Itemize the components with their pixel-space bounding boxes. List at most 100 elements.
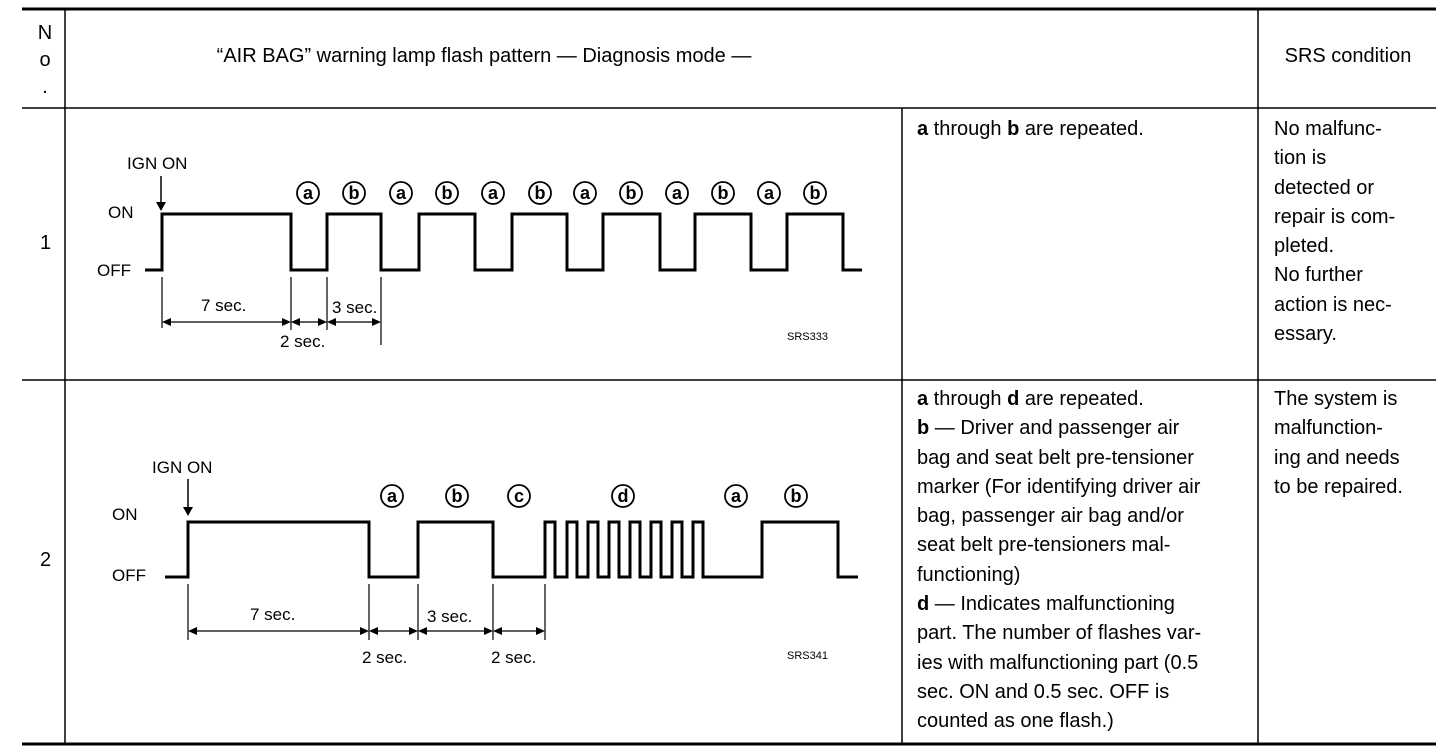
condition-line: detected or <box>1274 176 1375 199</box>
desc-text: are repeated. <box>1019 118 1144 140</box>
desc-key: b <box>1007 118 1020 140</box>
condition-line: tion is <box>1274 147 1327 170</box>
condition-line: pleted. <box>1274 235 1335 258</box>
phase-label: b <box>442 183 453 203</box>
header-no-char: . <box>42 76 48 98</box>
header-no-char: o <box>39 49 51 71</box>
phase-label: c <box>514 486 524 506</box>
on-level-label: ON <box>112 505 138 524</box>
duration-label: 7 sec. <box>201 296 246 315</box>
desc-text: — Indicates malfunctioning <box>929 593 1175 616</box>
duration-label: 2 sec. <box>280 332 325 351</box>
phase-label: b <box>718 183 729 203</box>
phase-label: a <box>672 183 683 203</box>
desc-line: ies with malfunctioning part (0.5 <box>917 651 1199 674</box>
condition-line: repair is com- <box>1274 205 1396 228</box>
phase-label: b <box>626 183 637 203</box>
phase-marker <box>619 181 643 205</box>
desc-line: marker (For identifying driver air <box>917 475 1201 498</box>
condition-line: action is nec- <box>1274 293 1392 316</box>
on-level-label: ON <box>108 203 134 222</box>
condition-line: No malfunc- <box>1274 118 1382 140</box>
condition-line: to be repaired. <box>1274 475 1403 498</box>
phase-label: b <box>349 183 360 203</box>
phase-label: a <box>764 183 775 203</box>
flash-pattern-diagram-1: a b a b a b a b a b a b IGN ON ON OFF 7 … <box>97 154 862 351</box>
phase-label: a <box>303 183 314 203</box>
desc-line: sec. ON and 0.5 sec. OFF is <box>917 680 1170 703</box>
row-2-srs-condition: The system is malfunction- ing and needs… <box>1274 385 1444 502</box>
desc-line: bag, passenger air bag and/or <box>917 505 1184 528</box>
condition-line: No further <box>1274 264 1363 287</box>
phase-marker <box>342 181 366 205</box>
phase-marker <box>481 181 505 205</box>
phase-label: a <box>488 183 499 203</box>
condition-line: The system is <box>1274 388 1398 410</box>
phase-marker <box>528 181 552 205</box>
condition-line: malfunction- <box>1274 417 1383 440</box>
desc-line: d — Indicates malfunctioning <box>917 590 1257 619</box>
condition-line: essary. <box>1274 323 1337 346</box>
phase-label: b <box>452 486 463 506</box>
phase-marker <box>380 484 404 508</box>
desc-line: part. The number of flashes var- <box>917 622 1202 645</box>
desc-line: functioning) <box>917 563 1021 586</box>
duration-label: 3 sec. <box>427 607 472 626</box>
duration-label: 2 sec. <box>491 648 536 667</box>
header-srs-condition: SRS condition <box>1284 45 1412 67</box>
desc-key: d <box>917 593 930 616</box>
phase-label: b <box>535 183 546 203</box>
figure-code: SRS341 <box>787 650 828 662</box>
lamp-signal-line <box>145 212 862 272</box>
phase-marker <box>573 181 597 205</box>
desc-text: — Driver and passenger air <box>929 417 1180 440</box>
lamp-signal-line <box>165 520 858 579</box>
phase-marker <box>711 181 735 205</box>
desc-key: b <box>917 417 930 440</box>
phase-marker <box>435 181 459 205</box>
flash-pattern-diagram-2: a b c d a b IGN ON ON OFF 7 sec. 3 sec. … <box>112 458 858 667</box>
ign-on-label: IGN ON <box>152 458 212 477</box>
row-number: 2 <box>40 549 52 571</box>
desc-line: counted as one flash.) <box>917 710 1114 733</box>
ign-on-arrowhead <box>183 507 193 516</box>
off-level-label: OFF <box>97 261 131 280</box>
row-1-description: a through b are repeated. <box>917 115 1252 144</box>
phase-marker <box>724 484 748 508</box>
phase-marker <box>611 484 635 508</box>
duration-label: 2 sec. <box>362 648 407 667</box>
phase-marker <box>507 484 531 508</box>
phase-label: a <box>580 183 591 203</box>
header-flash-pattern: “AIR BAG” warning lamp flash pattern — D… <box>216 45 752 67</box>
figure-code: SRS333 <box>787 331 828 343</box>
phase-marker <box>784 484 808 508</box>
desc-key: a <box>917 388 929 410</box>
desc-line: a through d are repeated. <box>917 385 1257 414</box>
phase-marker <box>665 181 689 205</box>
phase-label: b <box>810 183 821 203</box>
ign-on-label: IGN ON <box>127 154 187 173</box>
off-level-label: OFF <box>112 566 146 585</box>
phase-marker <box>296 181 320 205</box>
row-2-description: a through d are repeated. b — Driver and… <box>917 385 1257 737</box>
phase-marker <box>445 484 469 508</box>
desc-key: d <box>1007 388 1020 410</box>
desc-text: through <box>928 388 1008 410</box>
header-no-char: N <box>37 22 53 44</box>
desc-line: seat belt pre-tensioners mal- <box>917 534 1171 557</box>
duration-label: 3 sec. <box>332 298 377 317</box>
phase-label: a <box>387 486 398 506</box>
desc-text: through <box>928 118 1008 140</box>
desc-key: a <box>917 118 929 140</box>
phase-label: d <box>618 486 629 506</box>
phase-marker <box>757 181 781 205</box>
row-number: 1 <box>40 232 52 254</box>
phase-label: b <box>791 486 802 506</box>
phase-marker <box>389 181 413 205</box>
duration-label: 7 sec. <box>250 605 295 624</box>
desc-text: are repeated. <box>1019 388 1144 410</box>
condition-line: ing and needs <box>1274 446 1400 469</box>
desc-line: b — Driver and passenger air <box>917 414 1257 443</box>
phase-label: a <box>731 486 742 506</box>
